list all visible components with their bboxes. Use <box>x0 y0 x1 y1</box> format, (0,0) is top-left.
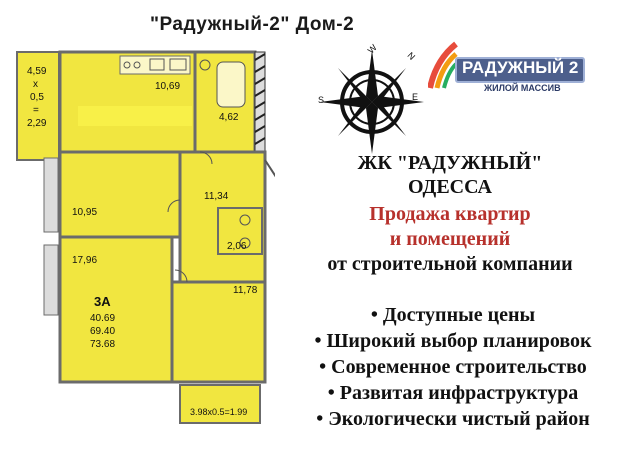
balcony-top <box>16 51 60 161</box>
compass-e: E <box>412 92 419 102</box>
floor-plan <box>16 50 275 424</box>
page-title: "Радужный-2" Дом-2 <box>150 14 355 35</box>
entry-door <box>264 159 275 178</box>
washbasin <box>199 59 211 71</box>
bathtub <box>216 61 246 108</box>
stove-burner <box>133 61 141 69</box>
apartment-area-3: 73.68 <box>90 339 116 350</box>
sink <box>149 58 165 71</box>
compass-rose <box>320 50 424 154</box>
sale-line-2: и помещений <box>389 228 511 250</box>
bullet-4: • Развитая инфраструктура <box>327 382 579 404</box>
bullet-5: • Экологически чистый район <box>316 408 590 430</box>
door-arc <box>199 151 213 165</box>
balcony-bottom-area: 3.98x0.5=1.99 <box>190 407 248 417</box>
hall-area: 11,34 <box>204 191 229 202</box>
heading-line-2: ОДЕССА <box>408 176 492 198</box>
balcony-top-dim-2: x <box>33 79 38 90</box>
sale-line-1: Продажа квартир <box>369 203 531 225</box>
apartment-area-2: 69.40 <box>90 326 116 337</box>
door-arc <box>174 269 188 283</box>
window-left-1 <box>43 157 59 233</box>
bedroom-small <box>58 150 182 239</box>
kitchen-highlight <box>78 106 192 126</box>
toilet <box>239 214 251 226</box>
developer-line: от строительной компании <box>327 253 573 275</box>
fridge <box>169 58 187 71</box>
stair-hatch-lines <box>254 53 266 145</box>
balcony-top-dim-1: 4,59 <box>27 66 47 77</box>
bedroom-large-area: 11,78 <box>233 285 258 296</box>
wc-area: 2,06 <box>227 241 247 252</box>
apartment-area-1: 40.69 <box>90 313 116 324</box>
kitchen-area: 10,69 <box>155 81 181 92</box>
balcony-top-dim-4: = <box>33 105 39 116</box>
balcony-top-dim-3: 0,5 <box>30 92 44 103</box>
stove-burner <box>123 61 131 69</box>
logo-name: РАДУЖНЫЙ 2 <box>462 58 579 77</box>
bullet-2: • Широкий выбор планировок <box>314 330 592 352</box>
window-left-2 <box>43 244 59 316</box>
wc <box>217 207 263 255</box>
wc-sink <box>239 237 251 249</box>
door-arc <box>167 199 181 213</box>
bullet-1: • Доступные цены <box>370 304 536 326</box>
compass-s: S <box>318 95 325 105</box>
balcony-bottom <box>179 384 261 424</box>
apartment-number: 3А <box>94 294 111 309</box>
logo-badge <box>455 57 585 83</box>
balcony-top-dim-5: 2,29 <box>27 118 47 129</box>
bedroom-large <box>170 280 267 384</box>
bullet-3: • Современное строительство <box>319 356 587 378</box>
bedroom-small-area: 10,95 <box>72 207 98 218</box>
living-room <box>58 235 174 384</box>
logo-icon <box>428 41 458 89</box>
bathroom-area: 4,62 <box>219 112 239 123</box>
living-area: 17,96 <box>72 255 98 266</box>
logo-subtitle: ЖИЛОЙ МАССИВ <box>484 83 561 93</box>
heading-line-1: ЖК "РАДУЖНЫЙ" <box>357 152 543 174</box>
